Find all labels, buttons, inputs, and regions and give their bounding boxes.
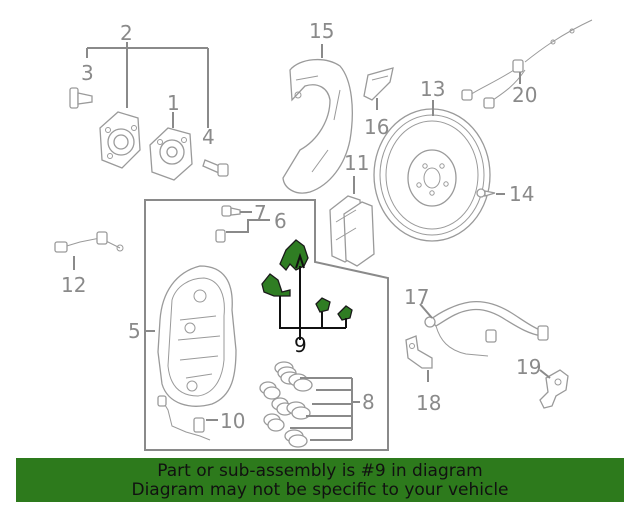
callout-19: 19 (516, 355, 541, 379)
callout-15: 15 (309, 19, 334, 43)
callout-13: 13 (420, 77, 445, 101)
callout-3: 3 (81, 61, 94, 85)
hub-part-1 (149, 127, 193, 181)
banner-line-2: Diagram may not be specific to your vehi… (131, 480, 509, 500)
callout-bracket-8 (290, 377, 360, 441)
callout-9[interactable]: 9 (294, 333, 307, 357)
bracket-part-18 (405, 335, 433, 369)
bolt-part-4 (202, 159, 229, 177)
info-banner: Part or sub-assembly is #9 in diagram Di… (16, 458, 624, 502)
callout-20: 20 (512, 83, 537, 107)
callout-line-17 (419, 303, 433, 319)
callout-bracket-2 (86, 42, 209, 128)
callout-17: 17 (404, 285, 429, 309)
callout-line-6 (226, 219, 270, 233)
callout-16: 16 (364, 115, 389, 139)
callout-line-19 (539, 369, 551, 379)
bleeder-part-7 (221, 205, 241, 217)
shield-part-16 (363, 67, 394, 101)
callout-18: 18 (416, 391, 441, 415)
callout-10: 10 (220, 409, 245, 433)
callout-12: 12 (61, 273, 86, 297)
fitting-part-19 (539, 369, 569, 409)
brake-line-part-12 (54, 231, 124, 253)
callout-2: 2 (120, 21, 133, 45)
brake-rotor-part-13 (373, 108, 491, 242)
pad-sensor-part-10 (157, 395, 211, 441)
bolt-part-3 (69, 87, 93, 109)
callout-7: 7 (254, 201, 267, 225)
wear-sensor-part-20 (461, 19, 593, 109)
bleeder-part-6 (215, 229, 226, 243)
clips-part-9 (261, 239, 353, 321)
callout-11: 11 (344, 151, 369, 175)
callout-4: 4 (202, 125, 215, 149)
callout-14: 14 (509, 182, 534, 206)
brake-hose-part-17 (424, 300, 549, 357)
caliper-part-5 (157, 265, 237, 407)
callout-6: 6 (274, 209, 287, 233)
brake-pads-part-11 (329, 195, 375, 267)
callout-8: 8 (362, 390, 375, 414)
callout-5: 5 (128, 319, 141, 343)
callout-bracket-9 (279, 252, 347, 340)
callout-1: 1 (167, 91, 180, 115)
screw-part-14 (476, 188, 496, 198)
dust-shield-part-15 (282, 59, 353, 194)
bearing-flange-part-2 (99, 111, 141, 169)
springs-part-8 (259, 361, 313, 448)
caliper-group-box (144, 199, 389, 451)
banner-line-1: Part or sub-assembly is #9 in diagram (157, 461, 483, 481)
